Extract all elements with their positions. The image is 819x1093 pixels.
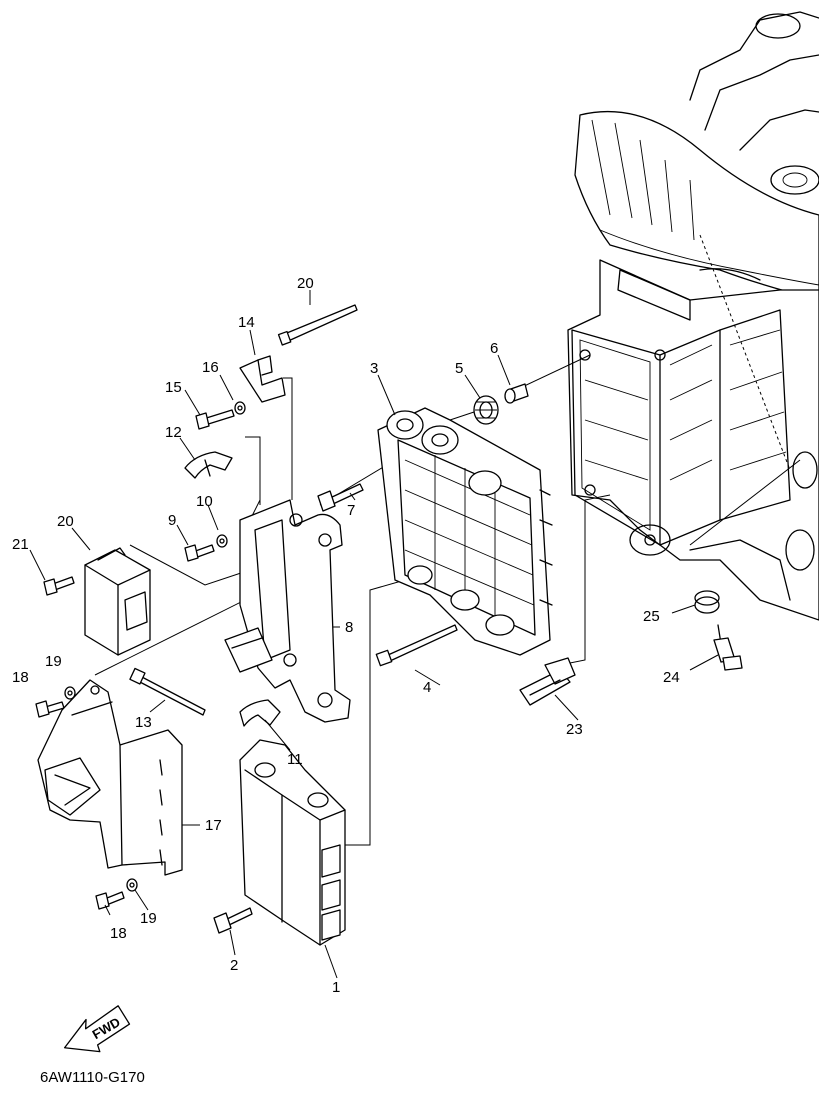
part-19-washer-lower [126,878,138,892]
part-10-washer [216,534,228,548]
callout-14: 14 [238,314,255,331]
callout-21: 21 [12,536,29,553]
callout-15: 15 [165,379,182,396]
part-12-clamp [184,451,233,479]
part-15-bolt [195,409,235,430]
callout-9: 9 [168,512,176,529]
part-6-collar [504,383,529,404]
callout-25: 25 [643,608,660,625]
callout-11: 11 [287,751,303,768]
callout-19-lower: 19 [140,910,157,927]
callout-5: 5 [455,360,463,377]
callout-leaders [29,290,719,979]
engine-block [567,11,819,621]
callout-4: 4 [423,679,431,696]
fwd-arrow: FWD [63,1005,131,1053]
callout-24: 24 [663,669,680,686]
part-17-bracket [37,679,183,876]
callout-1: 1 [332,979,340,996]
part-20-module [84,547,151,656]
callout-20: 20 [57,513,74,530]
part-5-grommet [473,395,499,425]
part-8-mounting-plate [224,499,351,723]
part-3-frame [377,407,553,656]
part-16-washer [234,401,246,415]
part-22-cable-tie [277,304,358,346]
callout-18-upper: 18 [12,669,29,686]
part-2-bolt [213,907,253,934]
callout-13: 13 [135,714,152,731]
callout-12: 12 [165,424,182,441]
part-21-bolt [43,576,75,596]
callout-numbers: 20 14 16 15 12 3 5 6 7 10 9 20 21 8 4 19… [12,275,680,996]
callout-3: 3 [370,360,378,377]
part-18-bolt-lower [95,891,125,910]
callout-18-lower: 18 [110,925,127,942]
callout-2: 2 [230,957,238,974]
callout-10: 10 [196,493,213,510]
part-9-bolt [184,544,215,562]
part-13-cable-tie [129,667,206,716]
part-19-washer-upper [64,686,76,700]
callout-22: 20 [297,275,314,292]
callout-19-upper: 19 [45,653,62,670]
part-23-sensor [519,657,576,706]
part-11-clamp [239,699,281,727]
part-7-bolt [317,483,364,512]
part-14-bracket [239,355,286,403]
diagram-code: 6AW1110-G170 [40,1069,145,1086]
part-24-sender [713,624,743,671]
part-4-cable-tie [375,624,458,667]
callout-8: 8 [345,619,353,636]
callout-6: 6 [490,340,498,357]
part-1-control-unit [239,739,346,946]
callout-7: 7 [347,502,355,519]
callout-23: 23 [566,721,583,738]
callout-17: 17 [205,817,222,834]
callout-16: 16 [202,359,219,376]
part-25-grommet [694,590,720,614]
